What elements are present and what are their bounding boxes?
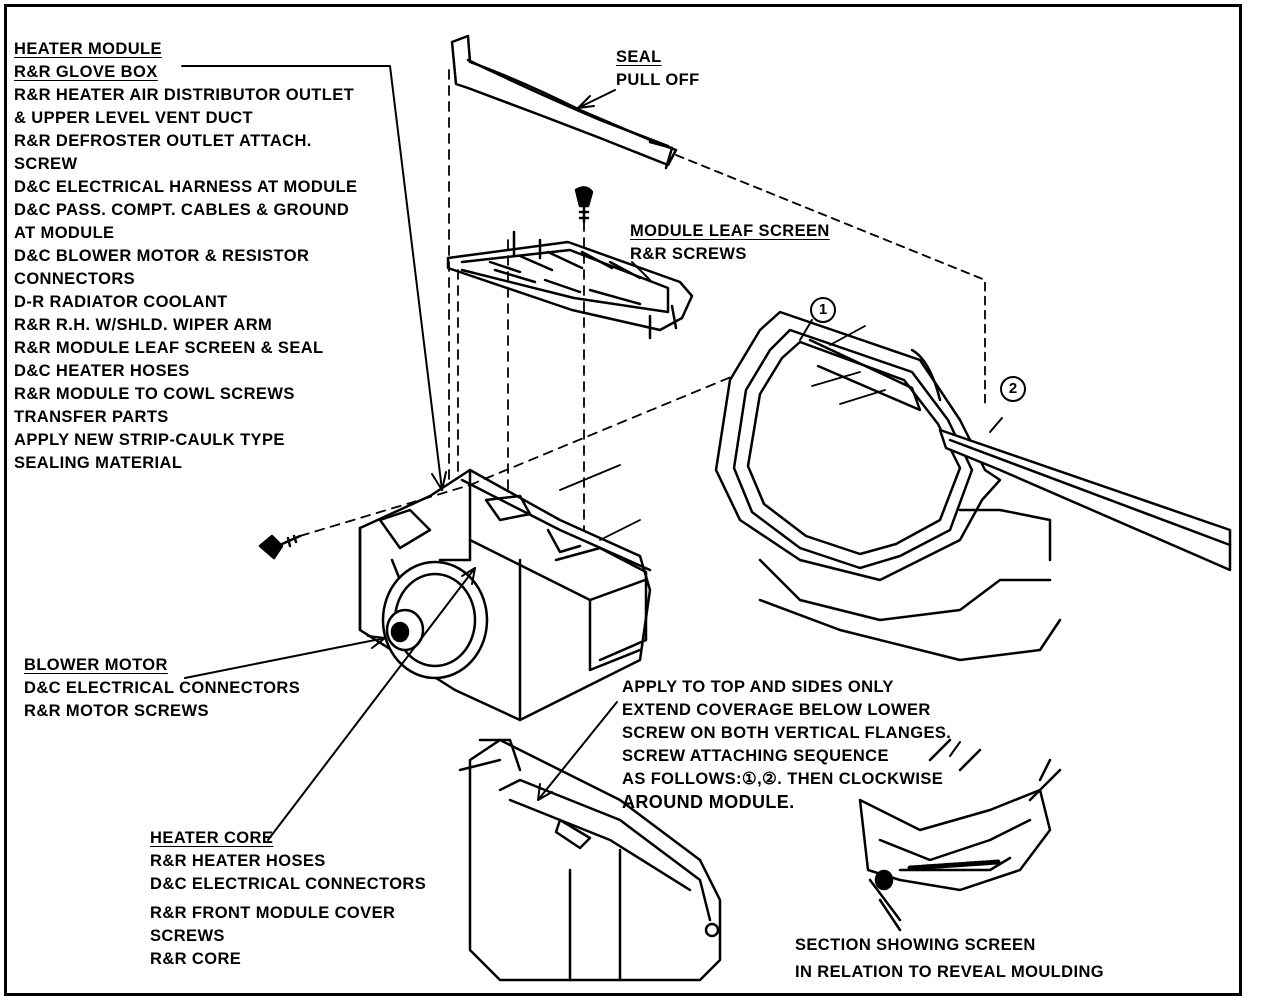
heater-module-step: R&R MODULE LEAF SCREEN & SEAL [14,339,324,357]
text-leaders [181,65,961,841]
seal-label-block: SEAL PULL OFF [616,46,700,92]
callout-1: 1 [810,297,836,323]
blower-motor-title: BLOWER MOTOR [24,656,168,674]
sealing-note-line: AROUND MODULE. [622,792,795,812]
callout-1-leader [799,319,813,341]
heater-module-step: R&R R.H. W/SHLD. WIPER ARM [14,316,273,334]
module-to-cowl-guide [469,364,761,486]
screw-side [258,534,302,560]
screw-top [574,186,594,224]
leaf-screen-label-block: MODULE LEAF SCREEN R&R SCREWS [630,220,830,266]
detail-section-view [858,738,1062,932]
heater-module-step: AT MODULE [14,224,115,242]
seal-guide-line [675,154,986,406]
heater-core-step: R&R CORE [150,950,242,968]
blower-motor-label-block: BLOWER MOTOR D&C ELECTRICAL CONNECTORS R… [24,654,300,723]
sealing-note-line: EXTEND COVERAGE BELOW LOWER [622,701,931,719]
sealing-note-line: AS FOLLOWS:①,②. THEN CLOCKWISE [622,770,944,788]
leaf-screen-title: MODULE LEAF SCREEN [630,222,830,240]
leaf-screen-leader [631,261,651,281]
sealing-note-line: SCREW ATTACHING SEQUENCE [622,747,889,765]
seal-strip [450,34,678,170]
blower-motor-step: R&R MOTOR SCREWS [24,702,209,720]
side-screw-guide [299,484,471,537]
heater-module-step: R&R GLOVE BOX [14,63,158,81]
cowl-hatch [811,325,886,405]
heater-core-step: R&R FRONT MODULE COVER [150,904,396,922]
sealing-note-line: SCREW ON BOTH VERTICAL FLANGES. [622,724,952,742]
vertical-guides [448,69,585,541]
heater-module-step: D&C ELECTRICAL HARNESS AT MODULE [14,178,358,196]
seal-step: PULL OFF [616,71,700,89]
section-caption-block: SECTION SHOWING SCREEN IN RELATION TO RE… [795,932,1104,986]
callout-2-leader [989,417,1003,433]
heater-module-step: SEALING MATERIAL [14,454,183,472]
heater-module-step: R&R DEFROSTER OUTLET ATTACH. [14,132,312,150]
heater-module-step: & UPPER LEVEL VENT DUCT [14,109,254,127]
blower-motor-step: D&C ELECTRICAL CONNECTORS [24,679,301,697]
detail-module-corner [458,738,722,982]
heater-module-step: APPLY NEW STRIP-CAULK TYPE [14,431,285,449]
heater-module-step: D-R RADIATOR COOLANT [14,293,228,311]
heater-core-step: R&R HEATER HOSES [150,852,326,870]
sealing-note-line: APPLY TO TOP AND SIDES ONLY [622,678,894,696]
module-hatch-lines [559,464,641,541]
blower-motor [381,560,489,680]
section-caption-line: IN RELATION TO REVEAL MOULDING [795,963,1105,981]
heater-core-step: D&C ELECTRICAL CONNECTORS [150,875,427,893]
heater-module-step: D&C PASS. COMPT. CABLES & GROUND [14,201,350,219]
seal-leader [577,89,616,109]
heater-module-step: R&R MODULE TO COWL SCREWS [14,385,295,403]
reveal-moulding [938,428,1232,572]
heater-core-step: SCREWS [150,927,225,945]
heater-module-step: CONNECTORS [14,270,136,288]
heater-core-title: HEATER CORE [150,829,274,847]
heater-module-label-block: HEATER MODULE R&R GLOVE BOX R&R HEATER A… [14,38,357,475]
section-caption-line: SECTION SHOWING SCREEN [795,936,1036,954]
cowl-opening [714,310,1062,662]
heater-module-step: D&C HEATER HOSES [14,362,190,380]
seal-title: SEAL [616,48,662,66]
heater-core-label-block: HEATER CORE R&R HEATER HOSES D&C ELECTRI… [150,827,426,971]
sealing-note-block: APPLY TO TOP AND SIDES ONLY EXTEND COVER… [622,676,951,814]
heater-module-step: R&R HEATER AIR DISTRIBUTOR OUTLET [14,86,355,104]
heater-module-step: SCREW [14,155,78,173]
heater-module-title: HEATER MODULE [14,40,162,58]
leaf-screen [446,230,694,340]
callout-2: 2 [1000,376,1026,402]
leaf-screen-step: R&R SCREWS [630,245,747,263]
heater-module-step: TRANSFER PARTS [14,408,169,426]
heater-module-step: D&C BLOWER MOTOR & RESISTOR [14,247,310,265]
